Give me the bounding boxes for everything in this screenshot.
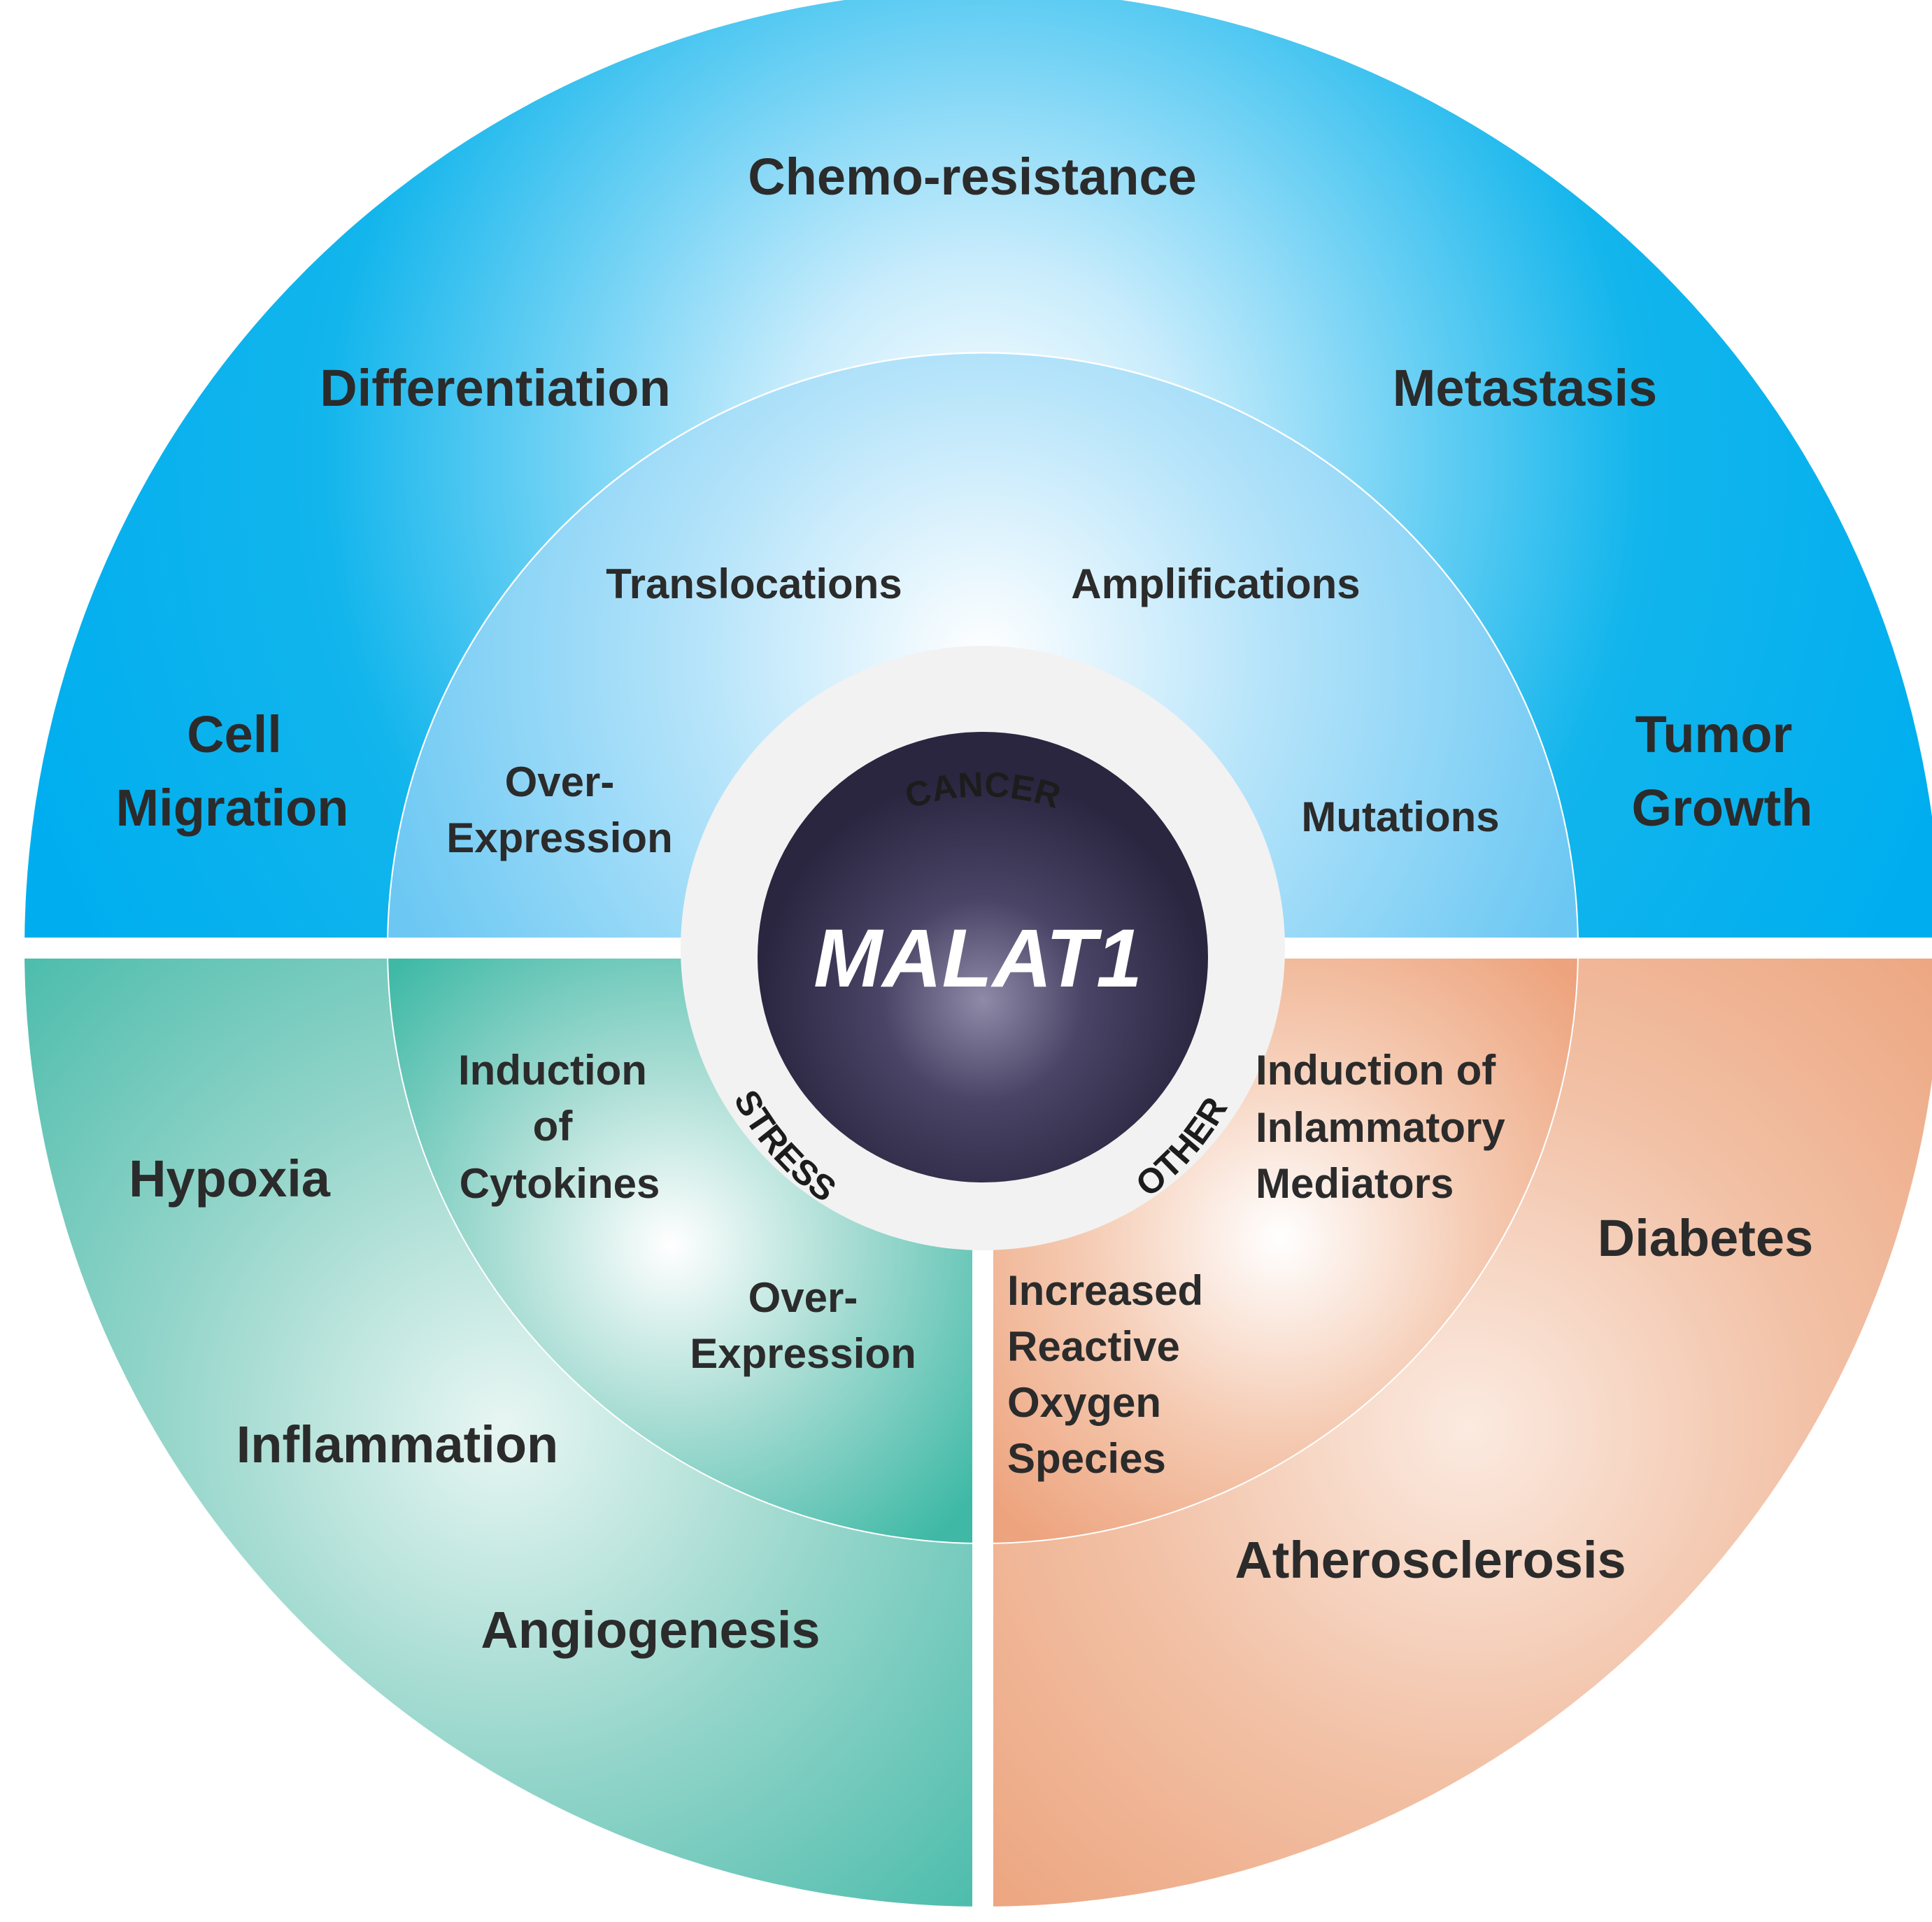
- label-chemo-resistance: Chemo-resistance: [748, 148, 1197, 206]
- label-over-stress: Over-: [748, 1274, 858, 1321]
- label-migration: Migration: [116, 779, 349, 837]
- core-circle: [758, 732, 1208, 1182]
- label-species: Species: [1007, 1435, 1166, 1482]
- label-expression: Expression: [446, 814, 672, 861]
- label-amplifications: Amplifications: [1071, 560, 1360, 607]
- label-reactive: Reactive: [1007, 1323, 1180, 1370]
- label-increased: Increased: [1007, 1267, 1203, 1314]
- label-of: of: [533, 1103, 574, 1150]
- label-hypoxia: Hypoxia: [129, 1150, 331, 1208]
- label-cytokines: Cytokines: [460, 1160, 660, 1207]
- label-mutations: Mutations: [1301, 793, 1499, 840]
- label-tumor: Tumor: [1635, 705, 1793, 763]
- label-atherosclerosis: Atherosclerosis: [1235, 1531, 1626, 1589]
- label-expression-stress: Expression: [690, 1330, 916, 1377]
- core-title: MALAT1: [814, 912, 1142, 1005]
- label-diabetes: Diabetes: [1598, 1209, 1813, 1267]
- label-mediators: Mediators: [1256, 1160, 1454, 1207]
- label-induction-of: Induction of: [1256, 1047, 1496, 1094]
- label-induction: Induction: [458, 1047, 647, 1094]
- label-oxygen: Oxygen: [1007, 1379, 1161, 1426]
- label-cell: Cell: [187, 705, 282, 763]
- label-differentiation: Differentiation: [320, 359, 671, 417]
- label-translocations: Translocations: [606, 560, 902, 607]
- label-growth: Growth: [1632, 779, 1813, 837]
- label-over: Over-: [505, 758, 615, 805]
- label-inlammatory: Inlammatory: [1256, 1104, 1505, 1151]
- label-inflammation: Inflammation: [236, 1415, 558, 1474]
- label-angiogenesis: Angiogenesis: [481, 1601, 820, 1659]
- label-metastasis: Metastasis: [1393, 359, 1657, 417]
